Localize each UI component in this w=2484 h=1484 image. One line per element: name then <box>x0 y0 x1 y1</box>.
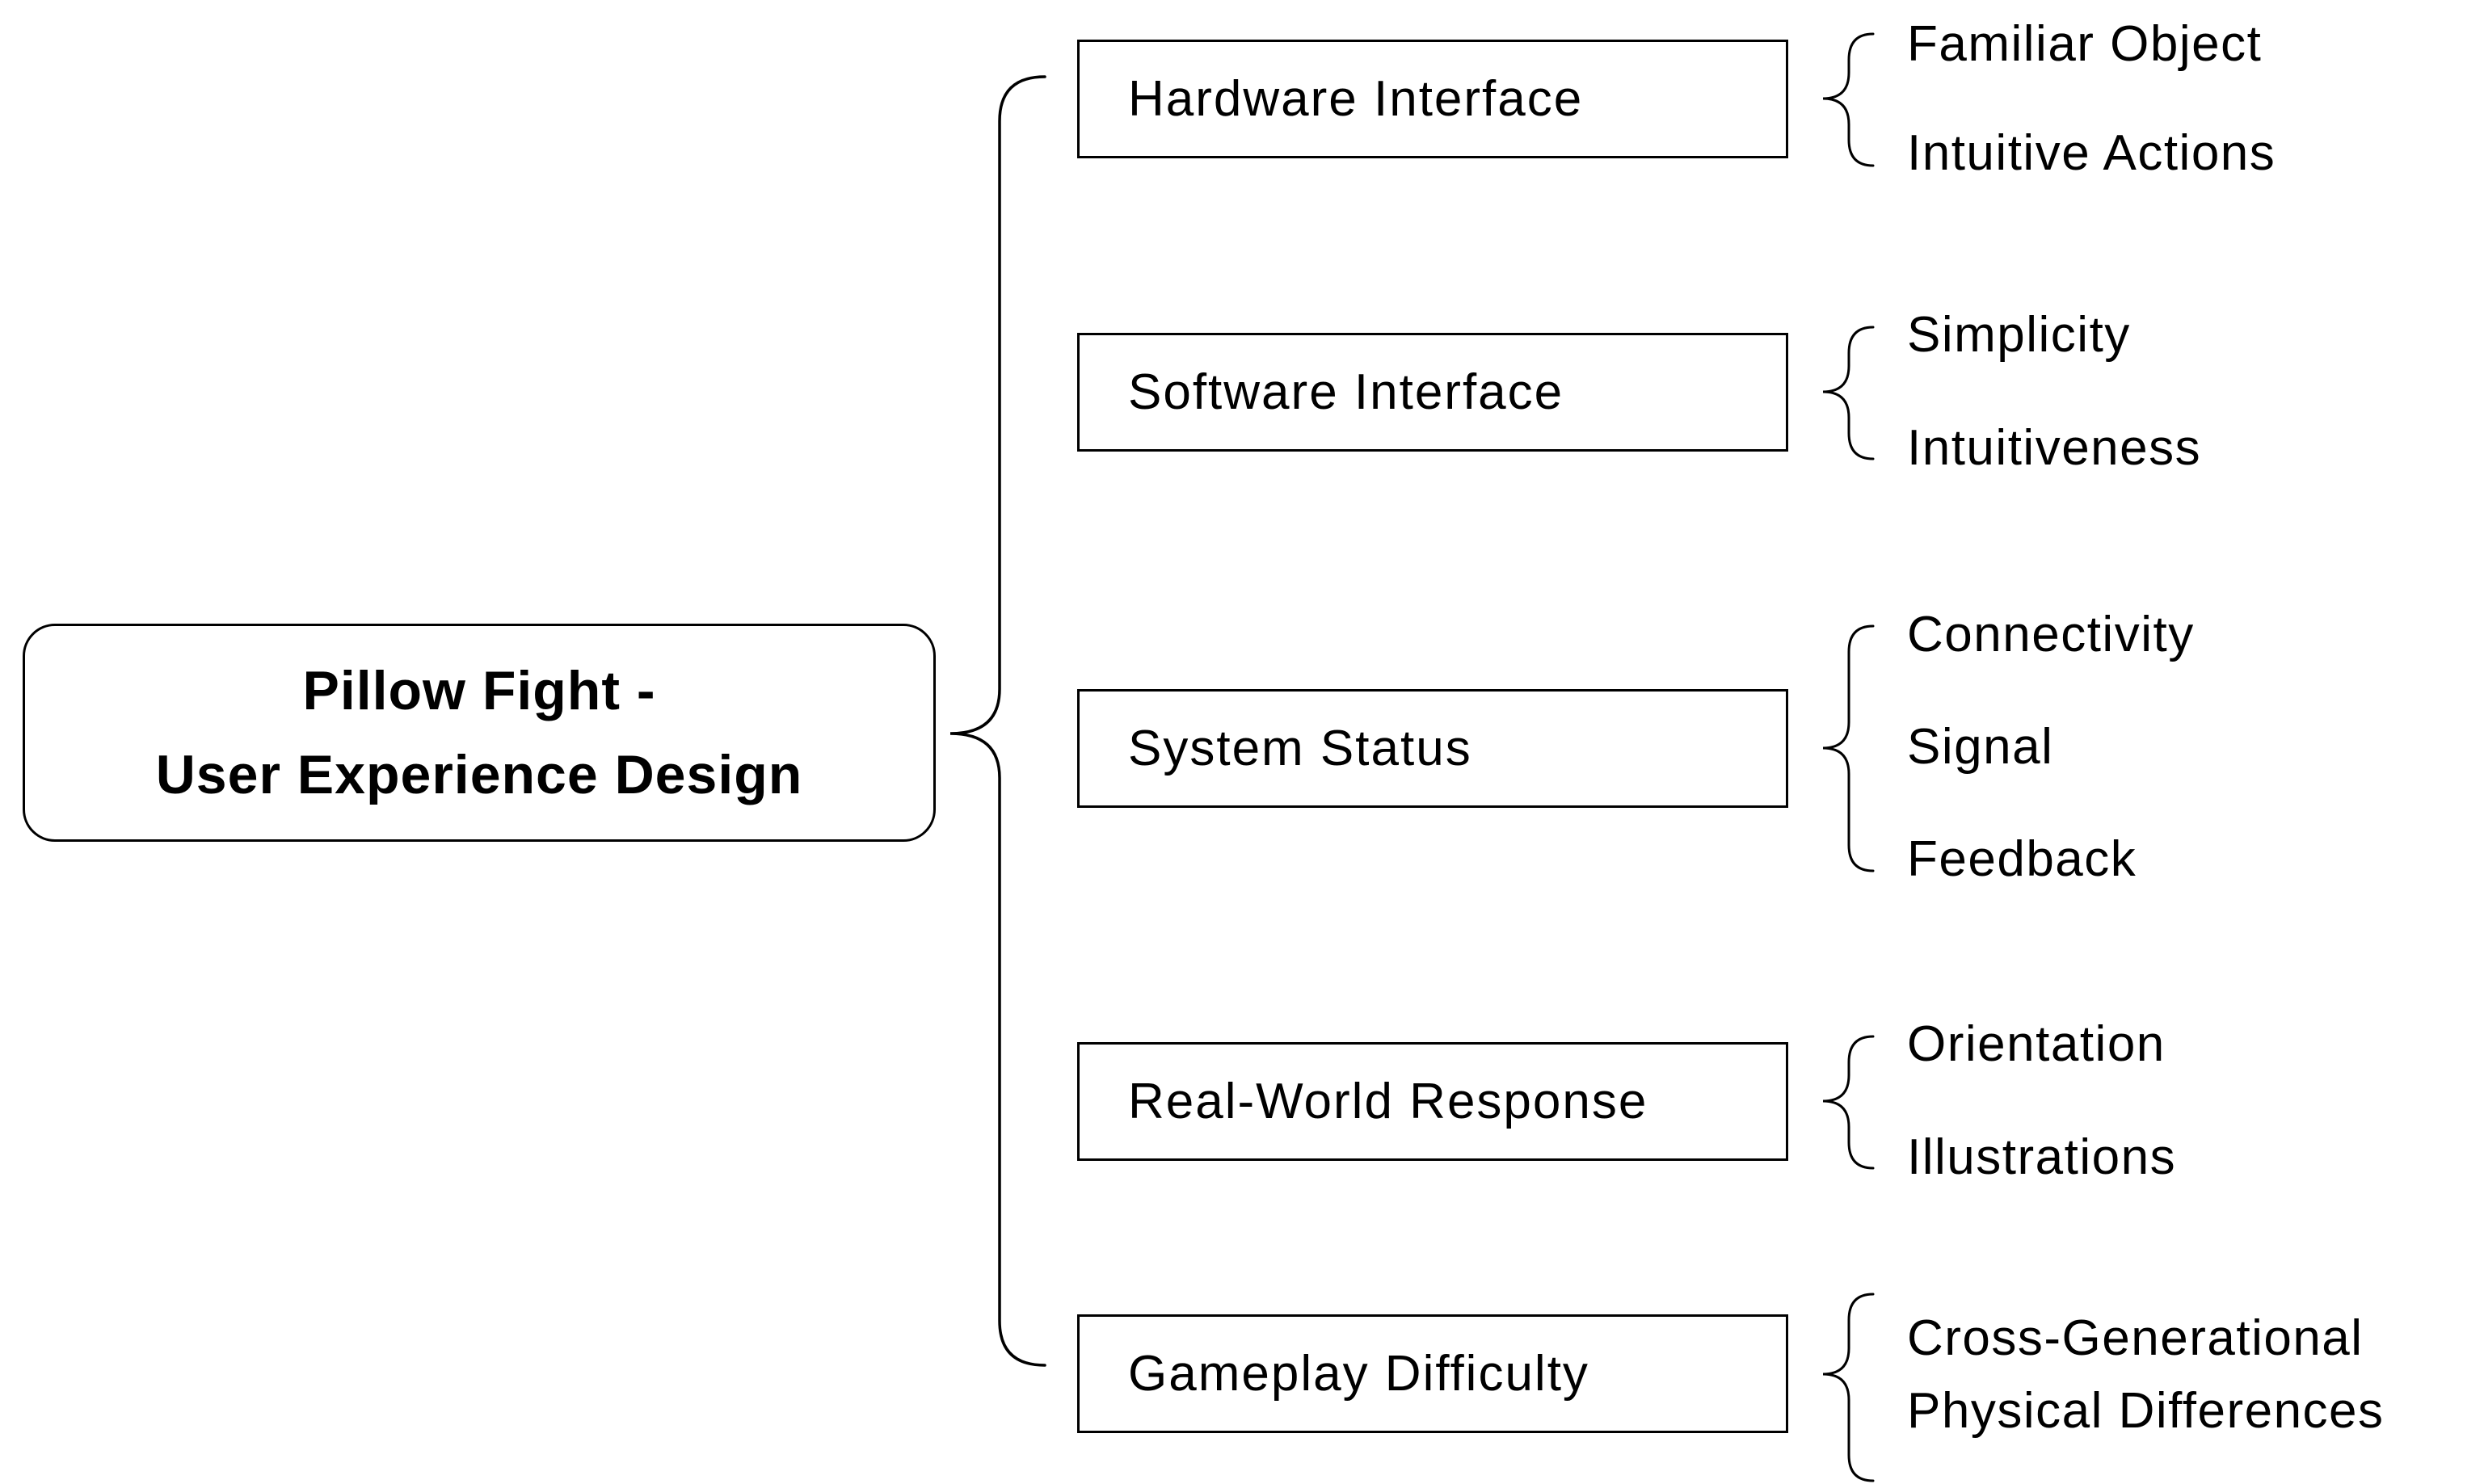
branch-label-real-world-response: Real-World Response <box>1128 1074 1648 1129</box>
leaf-simplicity: Simplicity <box>1907 307 2131 363</box>
leaf-feedback: Feedback <box>1907 831 2137 887</box>
leaf-illustrations: Illustrations <box>1907 1129 2177 1185</box>
brace-hardware-interface <box>1822 32 1875 167</box>
branch-label-software-interface: Software Interface <box>1128 364 1564 420</box>
root-node: Pillow Fight - User Experience Design <box>23 624 936 842</box>
brace-software-interface <box>1822 326 1875 460</box>
main-brace <box>949 75 1046 1367</box>
branch-box-gameplay-difficulty: Gameplay Difficulty <box>1077 1314 1788 1433</box>
branch-box-real-world-response: Real-World Response <box>1077 1042 1788 1161</box>
branch-label-system-status: System Status <box>1128 721 1472 776</box>
leaf-connectivity: Connectivity <box>1907 607 2195 662</box>
leaf-cross-generational-physical-differences: Cross-Generational Physical Differences <box>1907 1310 2385 1439</box>
branch-box-system-status: System Status <box>1077 689 1788 808</box>
branch-label-gameplay-difficulty: Gameplay Difficulty <box>1128 1346 1589 1402</box>
leaf-signal: Signal <box>1907 719 2054 775</box>
leaf-intuitiveness: Intuitiveness <box>1907 420 2202 476</box>
root-title: Pillow Fight - User Experience Design <box>155 660 803 805</box>
leaf-orientation: Orientation <box>1907 1016 2166 1072</box>
brace-system-status <box>1822 624 1875 872</box>
brace-real-world-response <box>1822 1035 1875 1170</box>
brace-gameplay-difficulty <box>1822 1293 1875 1482</box>
leaf-intuitive-actions: Intuitive Actions <box>1907 125 2276 181</box>
leaf-familiar-object: Familiar Object <box>1907 16 2263 72</box>
branch-label-hardware-interface: Hardware Interface <box>1128 71 1584 127</box>
branch-box-hardware-interface: Hardware Interface <box>1077 40 1788 158</box>
branch-box-software-interface: Software Interface <box>1077 333 1788 452</box>
